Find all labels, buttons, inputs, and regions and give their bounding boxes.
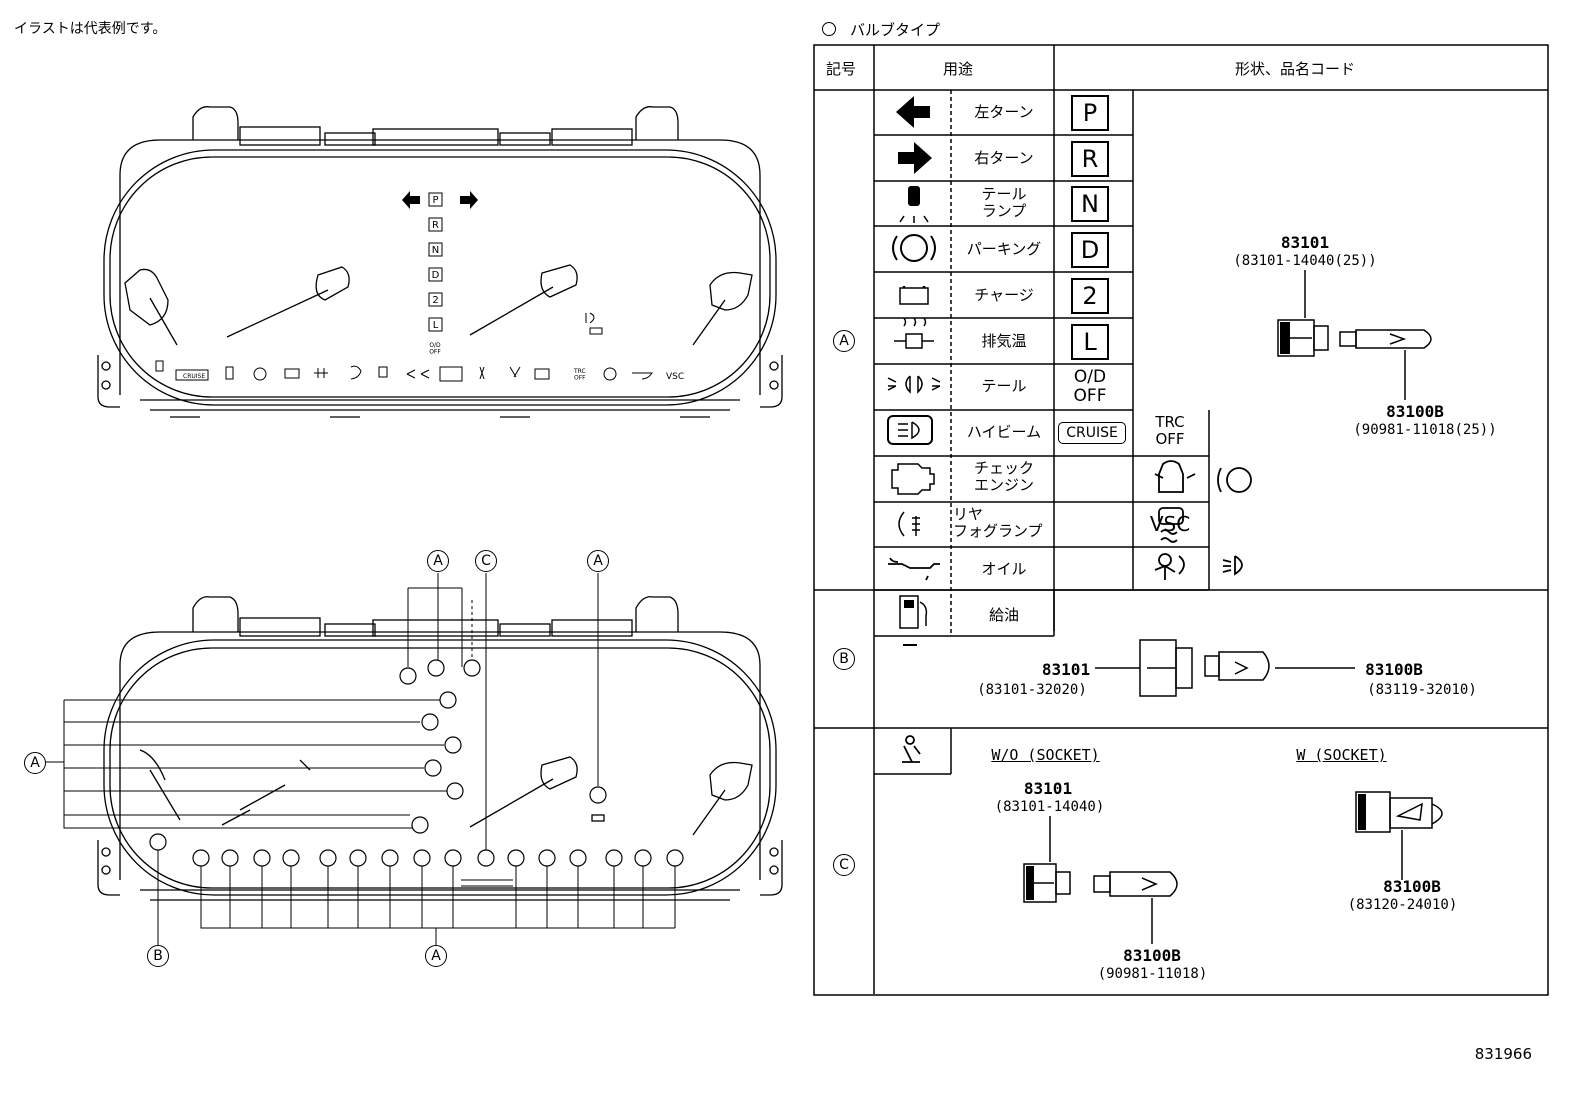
row-a-bulb-number: 83100B bbox=[1386, 402, 1444, 421]
code-n: N bbox=[1071, 186, 1109, 222]
cruise-icon bbox=[175, 369, 209, 381]
row-b-bulb-number: 83100B bbox=[1365, 660, 1423, 679]
row-c-with-socket-title: W (SOCKET) bbox=[1296, 746, 1387, 764]
callout-a-left: A bbox=[24, 752, 46, 774]
airbag-icon bbox=[1158, 553, 1172, 567]
row-a-bulb-code: (90981-11018(25)) bbox=[1353, 422, 1497, 438]
headlamp-level-icon bbox=[1222, 555, 1243, 576]
exhaust-temp-icon bbox=[894, 317, 934, 349]
parking-brake-icon bbox=[900, 234, 928, 262]
row-label-b: B bbox=[833, 648, 855, 670]
code-r: R bbox=[1071, 141, 1109, 177]
usage-oil: オイル bbox=[981, 560, 1027, 578]
row-c-socket-code: (83101-14040) bbox=[994, 799, 1105, 815]
code-d: D bbox=[1071, 232, 1109, 268]
callout-b-bottom: B bbox=[147, 945, 169, 967]
usage-rear-fog: リヤ フォグランプ bbox=[953, 505, 1043, 540]
bulb-type-table-grid bbox=[813, 44, 1549, 996]
usage-exhaust-temp: 排気温 bbox=[981, 332, 1027, 350]
usage-check-engine: チェック エンジン bbox=[973, 459, 1034, 494]
slip-icon bbox=[1158, 507, 1184, 525]
tail-icon bbox=[887, 375, 941, 394]
row-b-bulb-drawing bbox=[1095, 639, 1355, 697]
code-od-off: O/D OFF bbox=[1073, 367, 1107, 406]
code-trc-off: TRC OFF bbox=[1155, 413, 1185, 448]
diagram-part-number: 831966 bbox=[1474, 1045, 1532, 1063]
row-c-bulb-code: (90981-11018) bbox=[1097, 966, 1208, 982]
row-b-socket-number: 83101 bbox=[1041, 660, 1091, 679]
left-turn-icon bbox=[402, 191, 420, 209]
charge-icon bbox=[899, 287, 929, 305]
gear-n: N bbox=[432, 245, 439, 256]
header-usage: 用途 bbox=[943, 60, 974, 78]
row-a-bulb-drawing bbox=[1277, 270, 1432, 400]
fuel-icon bbox=[899, 595, 919, 629]
cluster-bulb-location-view bbox=[46, 573, 783, 945]
usage-right-turn: 右ターン bbox=[974, 149, 1034, 167]
gear-d: D bbox=[432, 270, 440, 281]
seatbelt-icon bbox=[902, 735, 921, 763]
high-beam-icon bbox=[887, 415, 933, 445]
callout-a-bottom: A bbox=[425, 945, 447, 967]
code-cruise: CRUISE bbox=[1058, 422, 1126, 444]
usage-fuel: 給油 bbox=[988, 606, 1019, 624]
illustration-note: イラストは代表例です。 bbox=[14, 21, 167, 37]
cluster-vsc-small: VSC bbox=[666, 372, 684, 382]
header-symbol: 記号 bbox=[826, 60, 857, 78]
row-label-a: A bbox=[833, 330, 855, 352]
row-c-without-socket-title: W/O (SOCKET) bbox=[991, 746, 1100, 764]
usage-high-beam: ハイビーム bbox=[966, 423, 1042, 441]
warning-light-strip bbox=[155, 312, 653, 382]
oil-icon bbox=[888, 557, 940, 581]
callout-c-top: C bbox=[475, 550, 497, 572]
row-label-c: C bbox=[833, 854, 855, 876]
usage-tail: テール bbox=[981, 377, 1027, 395]
fuel-icon bbox=[155, 360, 164, 372]
row-c-with-socket-drawing bbox=[1355, 791, 1443, 880]
usage-tail-lamp: テール ランプ bbox=[981, 185, 1027, 220]
gear-r: R bbox=[432, 220, 439, 231]
right-turn-icon bbox=[898, 142, 932, 174]
row-c-w-bulb-number: 83100B bbox=[1383, 877, 1441, 896]
cluster-cruise-small: CRUISE bbox=[183, 373, 205, 380]
code-icons bbox=[1154, 460, 1252, 580]
usage-left-turn: 左ターン bbox=[974, 103, 1034, 121]
callout-a-top: A bbox=[427, 550, 449, 572]
code-p: P bbox=[1071, 95, 1109, 131]
row-c-socket-number: 83101 bbox=[1023, 779, 1073, 798]
usage-icons bbox=[887, 96, 941, 646]
usage-charge: チャージ bbox=[974, 286, 1034, 304]
gear-p: P bbox=[432, 195, 438, 206]
bulb-type-title: バルブタイプ bbox=[822, 19, 940, 40]
row-a-socket-number: 83101 bbox=[1280, 233, 1330, 252]
rear-fog-icon bbox=[898, 511, 920, 537]
row-a-socket-code: (83101-14040(25)) bbox=[1233, 253, 1377, 269]
code-2: 2 bbox=[1071, 278, 1109, 314]
right-turn-icon bbox=[460, 191, 478, 209]
row-b-socket-code: (83101-32020) bbox=[977, 682, 1087, 698]
row-c-bulb-number: 83100B bbox=[1123, 946, 1181, 965]
check-engine-icon bbox=[891, 463, 935, 495]
code-l: L bbox=[1071, 324, 1109, 360]
row-c-without-socket-drawing bbox=[1023, 816, 1178, 944]
callout-a-right: A bbox=[587, 550, 609, 572]
left-turn-icon bbox=[896, 96, 930, 128]
door-open-icon bbox=[1158, 460, 1184, 493]
abs-icon bbox=[1226, 467, 1252, 493]
tail-lamp-icon bbox=[908, 186, 920, 206]
header-shape: 形状、品名コード bbox=[1235, 60, 1356, 78]
row-b-bulb-code: (83119-32010) bbox=[1367, 682, 1477, 698]
gear-l: L bbox=[433, 320, 439, 331]
row-c-w-bulb-code: (83120-24010) bbox=[1347, 897, 1458, 913]
gear-2: 2 bbox=[432, 295, 438, 306]
usage-parking: パーキング bbox=[966, 240, 1042, 258]
